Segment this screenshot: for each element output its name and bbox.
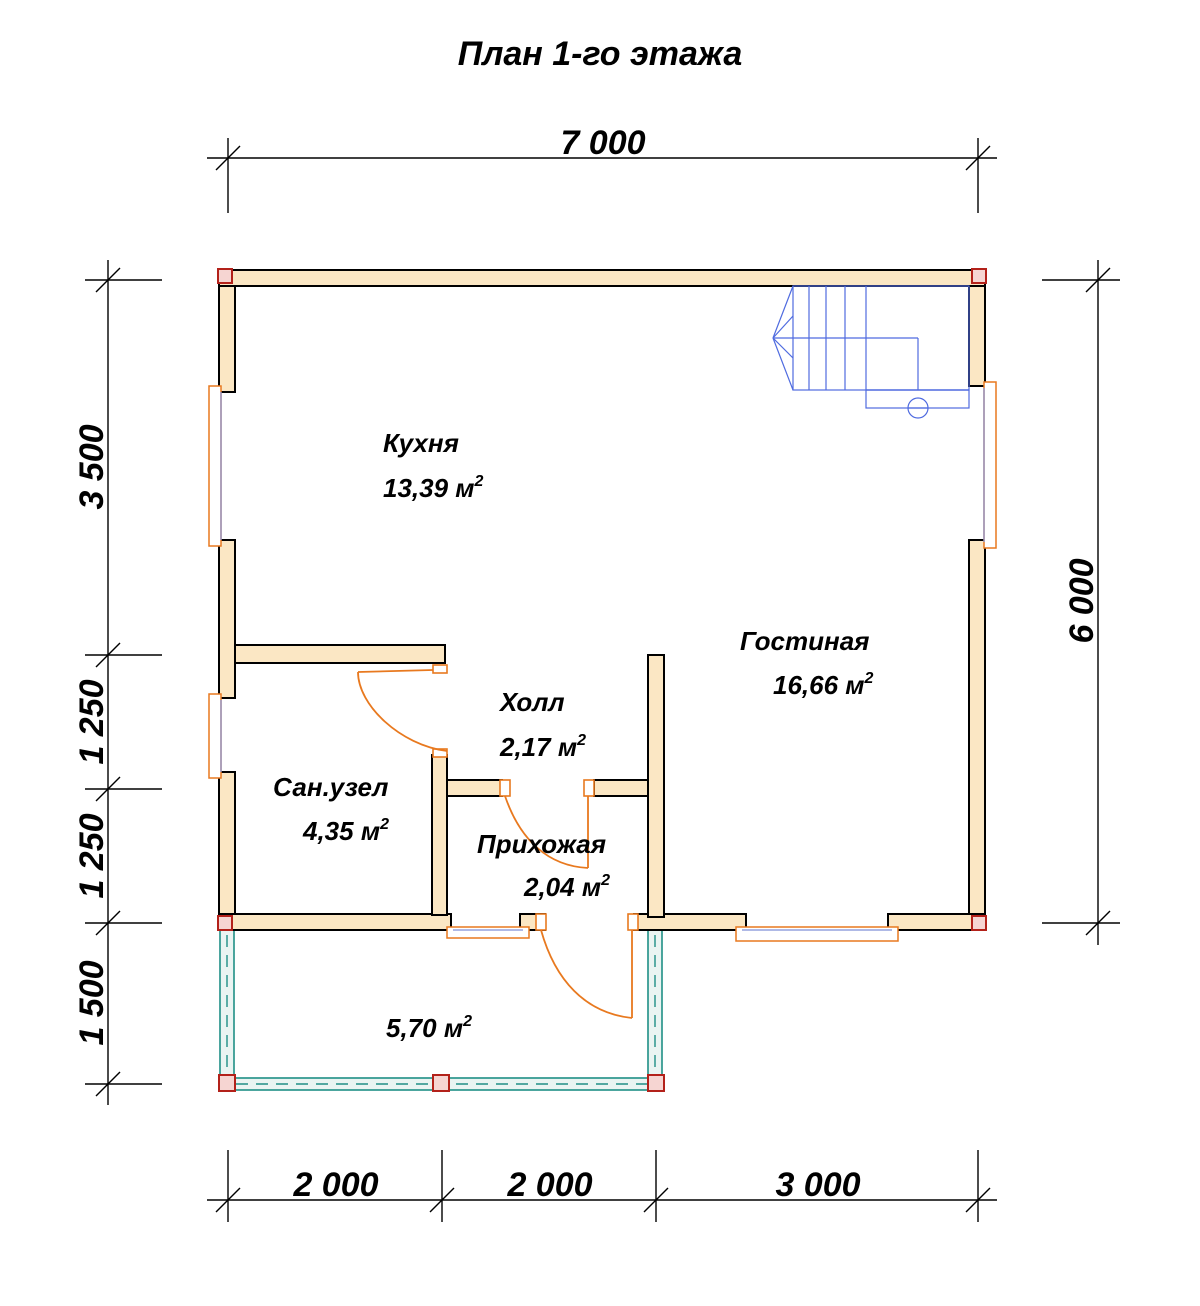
room-living-area-line: 16,66 м2 bbox=[773, 670, 874, 700]
left-dimension: 3 500 1 250 1 250 1 500 bbox=[73, 260, 162, 1105]
room-living-name: Гостиная bbox=[740, 626, 869, 656]
windows bbox=[208, 381, 997, 942]
right-dimension: 6 000 bbox=[1042, 260, 1120, 945]
corner-post-bottom-right bbox=[971, 915, 987, 931]
room-bathroom-name: Сан.узел bbox=[273, 772, 388, 802]
walls bbox=[217, 268, 987, 931]
room-entrance-area-line: 2,04 м2 bbox=[523, 872, 610, 902]
room-kitchen-name: Кухня bbox=[383, 428, 459, 458]
dim-bottom-2: 2 000 bbox=[506, 1166, 592, 1204]
room-hall-name: Холл bbox=[498, 687, 565, 717]
room-porch: 5,70 м2 bbox=[386, 1013, 472, 1043]
porch-post-left bbox=[218, 1074, 236, 1092]
room-hall: Холл 2,17 м2 bbox=[498, 687, 586, 762]
room-bathroom-area-line: 4,35 м2 bbox=[302, 816, 389, 846]
bottom-dimension: 2 000 2 000 3 000 bbox=[207, 1150, 997, 1222]
dim-left-3: 1 250 bbox=[73, 813, 111, 898]
dim-top-total: 7 000 bbox=[560, 124, 645, 162]
plan-title: План 1-го этажа bbox=[458, 35, 743, 73]
doors bbox=[357, 664, 639, 1019]
room-kitchen-area-line: 13,39 м2 bbox=[383, 473, 484, 503]
porch bbox=[218, 929, 665, 1092]
room-hall-area: 2,17 м bbox=[499, 732, 577, 762]
room-porch-area: 5,70 м bbox=[386, 1013, 463, 1043]
porch-post-right bbox=[647, 1074, 665, 1092]
corner-post-top-right bbox=[971, 268, 987, 284]
dim-right-total: 6 000 bbox=[1063, 558, 1101, 643]
room-porch-area-line: 5,70 м2 bbox=[386, 1013, 472, 1043]
dim-left-2: 1 250 bbox=[73, 679, 111, 764]
dim-left-1: 3 500 bbox=[73, 424, 111, 509]
room-kitchen-area: 13,39 м bbox=[383, 473, 475, 503]
room-entrance: Прихожая 2,04 м2 bbox=[477, 829, 610, 902]
dim-bottom-3: 3 000 bbox=[775, 1166, 860, 1204]
room-hall-area-line: 2,17 м2 bbox=[499, 732, 586, 762]
room-entrance-name: Прихожая bbox=[477, 829, 606, 859]
porch-post-middle bbox=[432, 1074, 450, 1092]
room-entrance-unit-sup: 2 bbox=[600, 872, 610, 889]
staircase bbox=[772, 285, 970, 419]
room-bathroom-area: 4,35 м bbox=[302, 816, 380, 846]
room-bathroom-unit-sup: 2 bbox=[379, 816, 389, 833]
dim-left-4: 1 500 bbox=[73, 960, 111, 1045]
room-hall-unit-sup: 2 bbox=[576, 732, 586, 749]
room-kitchen-unit-sup: 2 bbox=[474, 473, 484, 490]
room-bathroom: Сан.узел 4,35 м2 bbox=[273, 772, 389, 846]
dim-bottom-1: 2 000 bbox=[292, 1166, 378, 1204]
room-living-area: 16,66 м bbox=[773, 670, 865, 700]
corner-post-top-left bbox=[217, 268, 233, 284]
room-entrance-area: 2,04 м bbox=[523, 872, 601, 902]
room-living: Гостиная 16,66 м2 bbox=[740, 626, 874, 700]
room-porch-unit-sup: 2 bbox=[462, 1013, 472, 1030]
top-dimension: 7 000 bbox=[207, 124, 997, 213]
room-kitchen: Кухня 13,39 м2 bbox=[383, 428, 484, 503]
corner-post-bottom-left bbox=[217, 915, 233, 931]
room-living-unit-sup: 2 bbox=[864, 670, 874, 687]
